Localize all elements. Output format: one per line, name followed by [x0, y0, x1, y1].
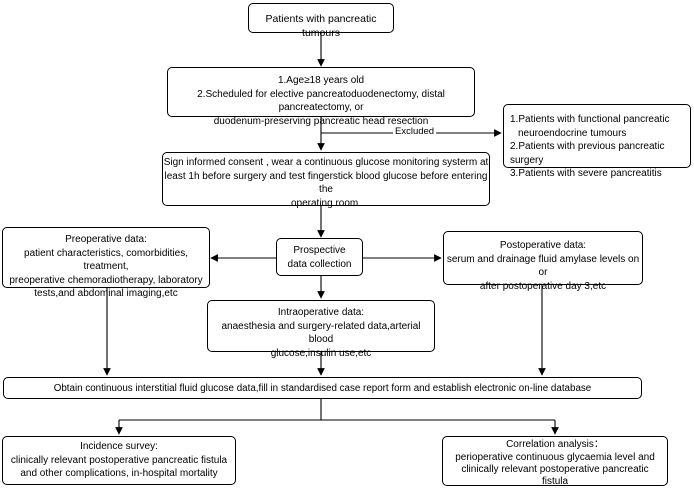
correlation-title: Correlation analysis：: [506, 439, 604, 450]
intraoperative-box: Intraoperative data: anaesthesia and sur…: [207, 300, 435, 359]
postoperative-line: serum and drainage fluid amylase levels …: [446, 253, 640, 279]
correlation-line: clinically relevant postoperative pancre…: [461, 463, 649, 475]
criteria-line: 2.Scheduled for elective pancreatoduoden…: [197, 88, 445, 114]
correlation-line: fistula: [541, 475, 569, 487]
criteria-box: 1.Age≥18 years old 2.Scheduled for elect…: [167, 67, 475, 127]
incidence-box: Incidence survey: clinically relevant po…: [2, 436, 236, 485]
consent-box: Sign informed consent , wear a continuou…: [162, 152, 490, 209]
exclusion-line: 2.Patients with previous pancreatic surg…: [510, 141, 665, 166]
postoperative-line: after postoperative day 3,etc: [479, 280, 607, 292]
postoperative-box: Postoperative data: serum and drainage f…: [443, 231, 643, 292]
correlation-box: Correlation analysis： perioperative cont…: [442, 436, 668, 487]
collection-line: data collection: [287, 258, 352, 270]
postoperative-title: Postoperative data:: [499, 240, 587, 251]
database-box: Obtain continuous interstitial fluid glu…: [3, 377, 642, 399]
criteria-line: 1.Age≥18 years old: [277, 75, 365, 86]
intraoperative-title: Intraoperative data:: [277, 307, 365, 318]
intraoperative-line: anaesthesia and surgery-related data,art…: [221, 320, 421, 346]
preoperative-line: patient characteristics, comorbidities, …: [24, 247, 188, 273]
preoperative-line: preoperative chemoradiotherapy, laborato…: [9, 274, 203, 286]
collection-line: Prospective: [293, 245, 346, 256]
excluded-label: Excluded: [393, 126, 437, 137]
correlation-line: perioperative continuous glycaemia level…: [455, 451, 655, 463]
collection-box: Prospective data collection: [276, 238, 363, 276]
preoperative-box: Preoperative data: patient characteristi…: [2, 227, 210, 299]
exclusion-line: 1.Patients with functional pancreatic: [510, 114, 670, 125]
exclusion-line: neuroendocrine tumours: [518, 127, 627, 139]
consent-line: operating room.: [290, 197, 362, 209]
preoperative-line: tests,and abdominal imaging,etc: [34, 288, 178, 299]
consent-line: Sign informed consent , wear a continuou…: [163, 157, 489, 168]
incidence-line: clinically relevant postoperative pancre…: [10, 454, 228, 466]
intraoperative-line: glucose,insulin use,etc: [270, 347, 372, 359]
start-box: Patients with pancreatic tumours: [248, 3, 394, 39]
incidence-title: Incidence survey:: [80, 441, 158, 452]
criteria-line: duodenum-preserving pancreatic head rese…: [213, 115, 429, 127]
exclusions-box: 1.Patients with functional pancreatic ne…: [503, 104, 691, 179]
incidence-line: and other complications, in-hospital mor…: [20, 468, 218, 479]
database-text: Obtain continuous interstitial fluid glu…: [53, 383, 592, 394]
consent-line: least 1h before surgery and test fingers…: [164, 170, 488, 196]
start-text: Patients with pancreatic tumours: [265, 13, 377, 40]
exclusion-line: 3.Patients with severe pancreatitis: [510, 168, 662, 179]
preoperative-title: Preoperative data:: [65, 234, 147, 245]
